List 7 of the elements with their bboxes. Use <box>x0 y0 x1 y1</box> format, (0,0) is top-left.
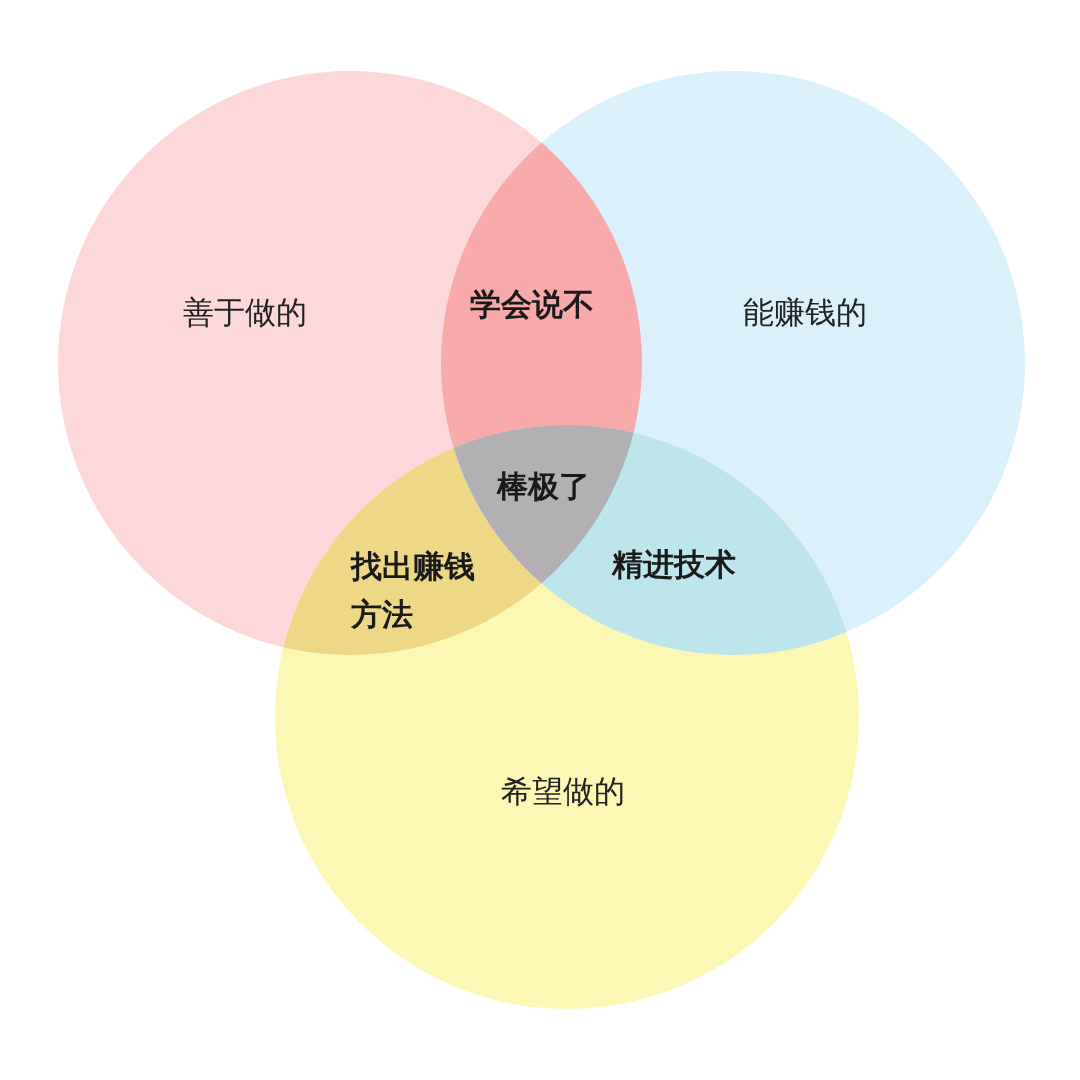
circle-label: 能赚钱的 <box>743 292 867 334</box>
overlap-label: 棒极了 <box>497 467 591 506</box>
overlap-label: 找出赚钱方法 <box>351 547 476 635</box>
circle-label: 善于做的 <box>183 292 307 334</box>
overlap-label: 学会说不 <box>470 285 595 324</box>
overlap-label: 精进技术 <box>612 545 737 584</box>
circle-label: 希望做的 <box>501 771 625 813</box>
